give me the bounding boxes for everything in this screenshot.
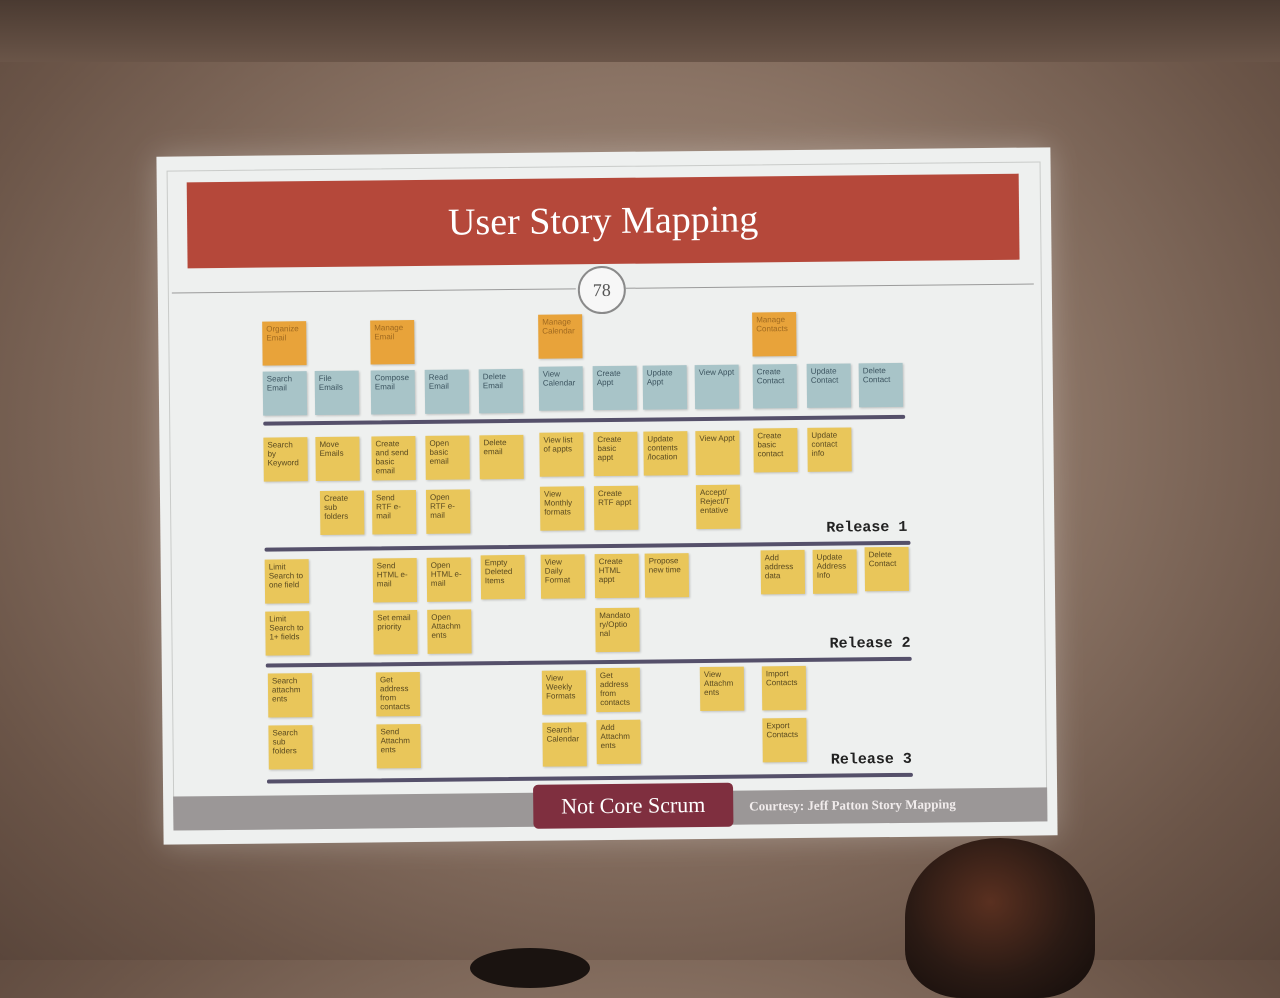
story-note: View Daily Format bbox=[540, 554, 586, 599]
story-note: Open basic email bbox=[425, 435, 470, 480]
story-note: Limit Search to 1+ fields bbox=[265, 611, 310, 656]
release-label: Release 2 bbox=[829, 634, 911, 653]
audience-head bbox=[905, 838, 1095, 998]
story-note: Empty Deleted Items bbox=[480, 554, 526, 600]
courtesy-text: Courtesy: Jeff Patton Story Mapping bbox=[749, 796, 956, 814]
story-note: Export Contacts bbox=[762, 717, 807, 763]
story-note: Send RTF e-mail bbox=[371, 490, 417, 535]
story-note: Search attachm ents bbox=[267, 673, 313, 718]
activity-note: Manage Calendar bbox=[538, 314, 583, 359]
task-note: Create Contact bbox=[752, 364, 798, 409]
task-note: Search Email bbox=[262, 371, 308, 416]
story-note: Create basic appt bbox=[593, 431, 638, 477]
not-core-scrum-badge: Not Core Scrum bbox=[533, 782, 734, 829]
story-note: Update contact info bbox=[807, 427, 852, 472]
slide-title: User Story Mapping bbox=[447, 198, 759, 244]
story-note: Update contents /location bbox=[643, 431, 688, 476]
story-note: View Weekly Formats bbox=[541, 670, 587, 715]
story-note: Propose new time bbox=[644, 553, 690, 598]
story-note: Get address from contacts bbox=[375, 671, 421, 717]
story-note: Create HTML appt bbox=[594, 553, 640, 599]
story-note: Import Contacts bbox=[761, 665, 807, 711]
task-note: Delete Email bbox=[478, 368, 524, 414]
story-note: Add Attachm ents bbox=[596, 719, 641, 765]
story-note: Search by Keyword bbox=[263, 437, 308, 482]
story-note: Open Attachm ents bbox=[427, 609, 472, 654]
story-note: Get address from contacts bbox=[595, 667, 641, 713]
story-note: Delete email bbox=[479, 434, 524, 480]
task-note: View Appt bbox=[694, 364, 740, 410]
task-note: Update Contact bbox=[806, 363, 852, 408]
story-note: Send HTML e-mail bbox=[372, 557, 418, 603]
activity-note: Organize Email bbox=[262, 321, 307, 366]
story-note: Move Emails bbox=[315, 436, 360, 482]
release-label: Release 3 bbox=[830, 750, 912, 769]
page-number: 78 bbox=[577, 265, 627, 315]
story-note: Add address data bbox=[760, 549, 806, 595]
story-note: Search Calendar bbox=[542, 722, 587, 767]
story-note: View Appt bbox=[695, 430, 740, 476]
story-note: Limit Search to one field bbox=[264, 559, 310, 604]
story-note: Send Attachm ents bbox=[376, 723, 421, 769]
story-note: Create and send basic email bbox=[371, 436, 416, 481]
activity-note: Manage Email bbox=[370, 320, 415, 365]
story-note: View Monthly formats bbox=[539, 486, 585, 531]
task-note: Create Appt bbox=[592, 365, 638, 411]
wall-top bbox=[0, 0, 1280, 62]
story-note: View list of appts bbox=[539, 432, 584, 477]
story-note: Search sub folders bbox=[268, 725, 313, 770]
task-note: View Calendar bbox=[538, 366, 584, 411]
story-note: Delete Contact bbox=[864, 546, 910, 592]
projector-screen: User Story Mapping 78 Organize Email Man… bbox=[156, 147, 1058, 845]
release-line bbox=[265, 656, 912, 668]
task-note: Read Email bbox=[424, 369, 470, 414]
story-note: View Attachm ents bbox=[699, 666, 745, 712]
slide-title-bar: User Story Mapping bbox=[186, 173, 1020, 269]
story-note: Create RTF appt bbox=[593, 485, 639, 531]
story-note: Open RTF e-mail bbox=[425, 489, 471, 534]
story-map: Organize Email Manage Email Manage Calen… bbox=[262, 307, 917, 784]
audience-head-partial bbox=[470, 948, 590, 988]
story-note: Open HTML e-mail bbox=[426, 557, 472, 602]
backbone-line bbox=[263, 414, 906, 426]
activity-note: Manage Contacts bbox=[752, 312, 797, 357]
task-note: Delete Contact bbox=[858, 362, 904, 408]
story-note: Set email priority bbox=[373, 609, 418, 655]
task-note: Update Appt bbox=[642, 365, 688, 410]
release-label: Release 1 bbox=[826, 518, 908, 537]
task-note: Compose Email bbox=[370, 370, 416, 415]
story-note: Create basic contact bbox=[753, 428, 798, 473]
task-note: File Emails bbox=[314, 370, 360, 416]
story-note: Mandato ry/Optio nal bbox=[595, 607, 640, 653]
story-note: Update Address Info bbox=[812, 549, 858, 594]
story-note: Accept/ Reject/T entative bbox=[695, 484, 741, 530]
story-note: Create sub folders bbox=[319, 490, 365, 536]
